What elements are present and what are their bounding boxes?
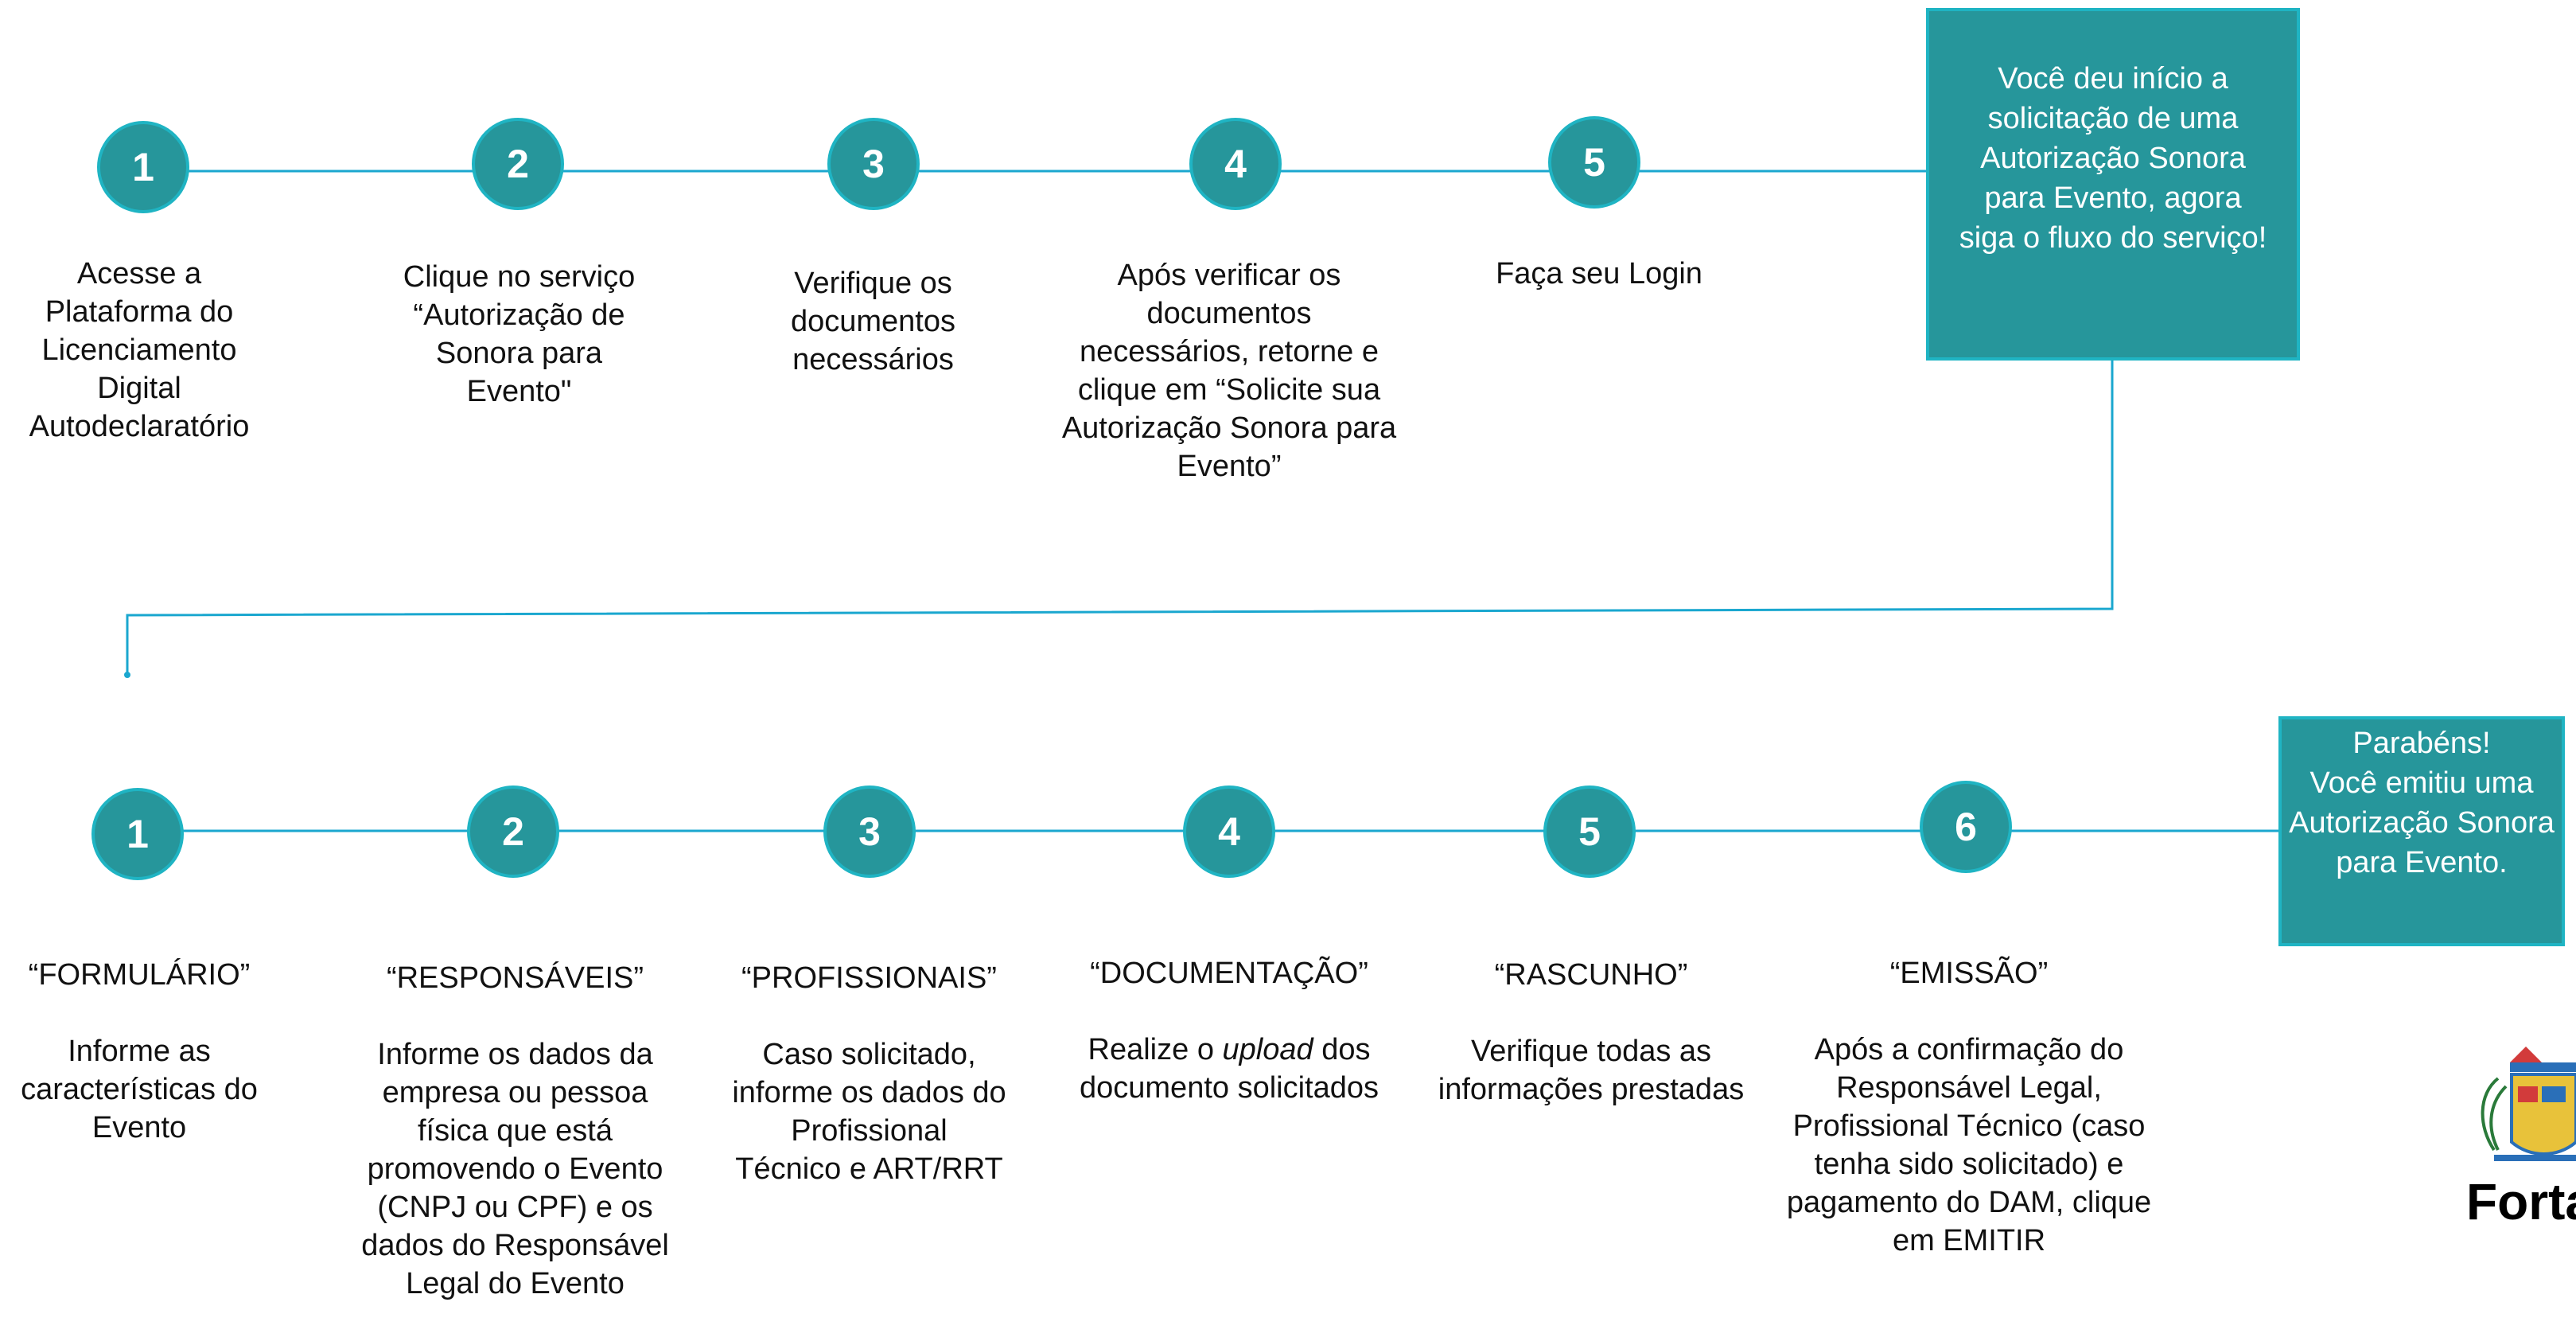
row2-step-2-circle: 2 bbox=[467, 785, 559, 878]
completion-box: Parabéns! Você emitiu uma Autorização So… bbox=[2278, 716, 2565, 946]
row2-step-4-circle: 4 bbox=[1183, 785, 1275, 878]
row1-step-3-text: Verifique os documentos necessários bbox=[790, 267, 955, 376]
row1-step-1-text: Acesse a Plataforma do Licenciamento Dig… bbox=[29, 257, 250, 443]
row1-step-2-circle: 2 bbox=[472, 118, 564, 210]
row1-step-3-circle: 3 bbox=[827, 118, 920, 210]
coat-of-arms-icon bbox=[2481, 1047, 2576, 1161]
row2-step-5-title: “RASCUNHO” bbox=[1494, 958, 1688, 992]
row1-step-2-text: Clique no serviço “Autorização de Sonora… bbox=[403, 260, 636, 408]
city-logo-text: Fortaleza bbox=[2466, 1173, 2576, 1223]
row2-step-2-text: “RESPONSÁVEIS” Informe os dados da empre… bbox=[350, 921, 680, 1341]
row1-step-1-circle: 1 bbox=[97, 121, 189, 213]
row2-step-3-body: Caso solicitado, informe os dados do Pro… bbox=[732, 1038, 1006, 1186]
row2-step-3-title: “PROFISSIONAIS” bbox=[741, 961, 997, 995]
start-info-box: Você deu início a solicitação de uma Aut… bbox=[1926, 8, 2300, 361]
row2-step-6-text: “EMISSÃO” Após a confirmação do Responsá… bbox=[1782, 916, 2156, 1298]
row2-step-1-title: “FORMULÁRIO” bbox=[28, 958, 251, 992]
row2-step-2-body: Informe os dados da empresa ou pessoa fí… bbox=[361, 1038, 669, 1300]
row2-step-5-circle: 5 bbox=[1543, 785, 1636, 878]
row2-step-1-text: “FORMULÁRIO” Informe as características … bbox=[4, 918, 274, 1185]
row2-step-6-circle: 6 bbox=[1920, 781, 2012, 873]
row1-to-row2-connector bbox=[126, 360, 2114, 675]
row1-step-5-text: Faça seu Login bbox=[1496, 257, 1702, 290]
row2-step-6-title: “EMISSÃO” bbox=[1889, 957, 2049, 990]
upload-word: upload bbox=[1222, 1033, 1313, 1066]
row2-step-4-body: Realize o upload dos documento solicitad… bbox=[1080, 1033, 1379, 1105]
city-logo: Fortaleza bbox=[2462, 1031, 2576, 1223]
row1-step-4-circle: 4 bbox=[1189, 118, 1282, 210]
connector-end-dot bbox=[124, 672, 130, 678]
row2-step-3-circle: 3 bbox=[823, 785, 916, 878]
row2-step-4-text: “DOCUMENTAÇÃO” Realize o upload dos docu… bbox=[1058, 916, 1400, 1145]
row2-step-1-circle: 1 bbox=[91, 788, 184, 880]
row2-step-4-title: “DOCUMENTAÇÃO” bbox=[1090, 957, 1368, 990]
row1-step-5-circle: 5 bbox=[1548, 116, 1640, 209]
row2-step-5-body: Verifique todas as informações prestadas bbox=[1438, 1035, 1745, 1106]
row2-step-5-text: “RASCUNHO” Verifique todas as informaçõe… bbox=[1424, 918, 1758, 1147]
row2-step-6-body: Após a confirmação do Responsável Legal,… bbox=[1786, 1033, 2152, 1257]
row2-step-1-body: Informe as características do Evento bbox=[21, 1035, 258, 1144]
row1-step-4-text: Após verificar os documentos necessários… bbox=[1061, 259, 1397, 483]
row2-step-3-text: “PROFISSIONAIS” Caso solicitado, informe… bbox=[716, 921, 1022, 1226]
row2-step-2-title: “RESPONSÁVEIS” bbox=[386, 961, 644, 995]
